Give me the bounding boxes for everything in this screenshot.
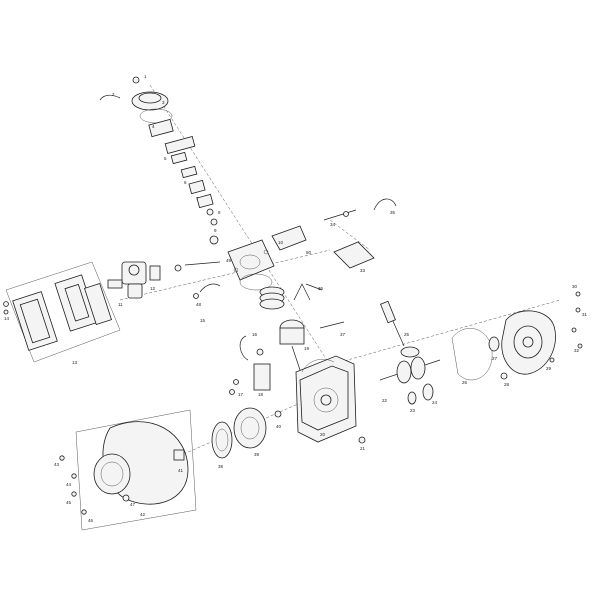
callout-label: 7 bbox=[196, 196, 199, 201]
callout-label: 38 bbox=[218, 464, 224, 469]
callout-label: 31 bbox=[582, 312, 588, 317]
piston-assembly bbox=[239, 273, 345, 371]
callout-label: 30 bbox=[572, 284, 578, 289]
callout-label: 14 bbox=[4, 316, 10, 321]
callout-label: 36 bbox=[318, 286, 324, 291]
callout-label: 40 bbox=[276, 424, 282, 429]
callout-label: 42 bbox=[140, 512, 146, 517]
crankcase bbox=[295, 355, 366, 444]
callout-label: 5 bbox=[164, 156, 167, 161]
flywheel-assembly bbox=[211, 407, 282, 459]
callout-label: 6 bbox=[184, 180, 187, 185]
callout-label: 21 bbox=[360, 446, 366, 451]
callout-label: 19 bbox=[304, 346, 310, 351]
callout-label: 35 bbox=[390, 210, 396, 215]
callout-label: 12 bbox=[150, 286, 156, 291]
callout-label: 23 bbox=[410, 408, 416, 413]
callout-label: 18 bbox=[258, 392, 264, 397]
callout-label: 41 bbox=[178, 468, 184, 473]
callout-labels: 1 2 3 4 5 6 7 8 9 10 11 12 13 14 15 16 1… bbox=[4, 74, 588, 523]
side-cover-assembly bbox=[451, 291, 583, 381]
callout-label: 33 bbox=[360, 268, 366, 273]
callout-label: 25 bbox=[404, 332, 410, 337]
callout-label: 27 bbox=[492, 356, 498, 361]
callout-label: 2 bbox=[112, 92, 115, 97]
callout-label: 9 bbox=[214, 228, 217, 233]
callout-label: 46 bbox=[88, 518, 94, 523]
callout-label: 32 bbox=[574, 348, 580, 353]
callout-label: 4 bbox=[152, 124, 155, 129]
valve-cover-assembly bbox=[99, 76, 174, 138]
air-filter-assembly bbox=[3, 261, 121, 363]
valve-train-stack bbox=[164, 136, 219, 245]
callout-label: 44 bbox=[66, 482, 72, 487]
callout-label: 10 bbox=[278, 240, 284, 245]
callout-label: 43 bbox=[54, 462, 60, 467]
callout-label: 3 bbox=[162, 100, 165, 105]
callout-label: 34 bbox=[330, 222, 336, 227]
callout-label: 22 bbox=[382, 398, 388, 403]
callout-label: 39 bbox=[254, 452, 260, 457]
callout-label: 28 bbox=[504, 382, 510, 387]
callout-label: 26 bbox=[462, 380, 468, 385]
callout-label: 20 bbox=[320, 432, 326, 437]
crankshaft-assembly bbox=[379, 300, 441, 405]
callout-label: 50 bbox=[306, 250, 312, 255]
callout-label: 47 bbox=[130, 502, 136, 507]
callout-label: 49 bbox=[226, 258, 232, 263]
callout-label: 17 bbox=[238, 392, 244, 397]
callout-label: 48 bbox=[196, 302, 202, 307]
callout-label: 13 bbox=[72, 360, 78, 365]
callout-label: 11 bbox=[118, 302, 123, 307]
callout-label: 37 bbox=[340, 332, 346, 337]
cylinder-head bbox=[227, 225, 307, 281]
callout-label: 29 bbox=[546, 366, 552, 371]
callout-label: 45 bbox=[66, 500, 72, 505]
callout-label: 16 bbox=[252, 332, 258, 337]
exhaust-assembly bbox=[323, 198, 397, 269]
callout-label: 1 bbox=[144, 74, 147, 79]
callout-label: 24 bbox=[432, 400, 438, 405]
recoil-starter-assembly bbox=[59, 409, 197, 531]
callout-label: 8 bbox=[218, 210, 221, 215]
carburetor-assembly bbox=[107, 261, 221, 299]
ignition-coil bbox=[229, 335, 271, 395]
callout-label: 15 bbox=[200, 318, 206, 323]
